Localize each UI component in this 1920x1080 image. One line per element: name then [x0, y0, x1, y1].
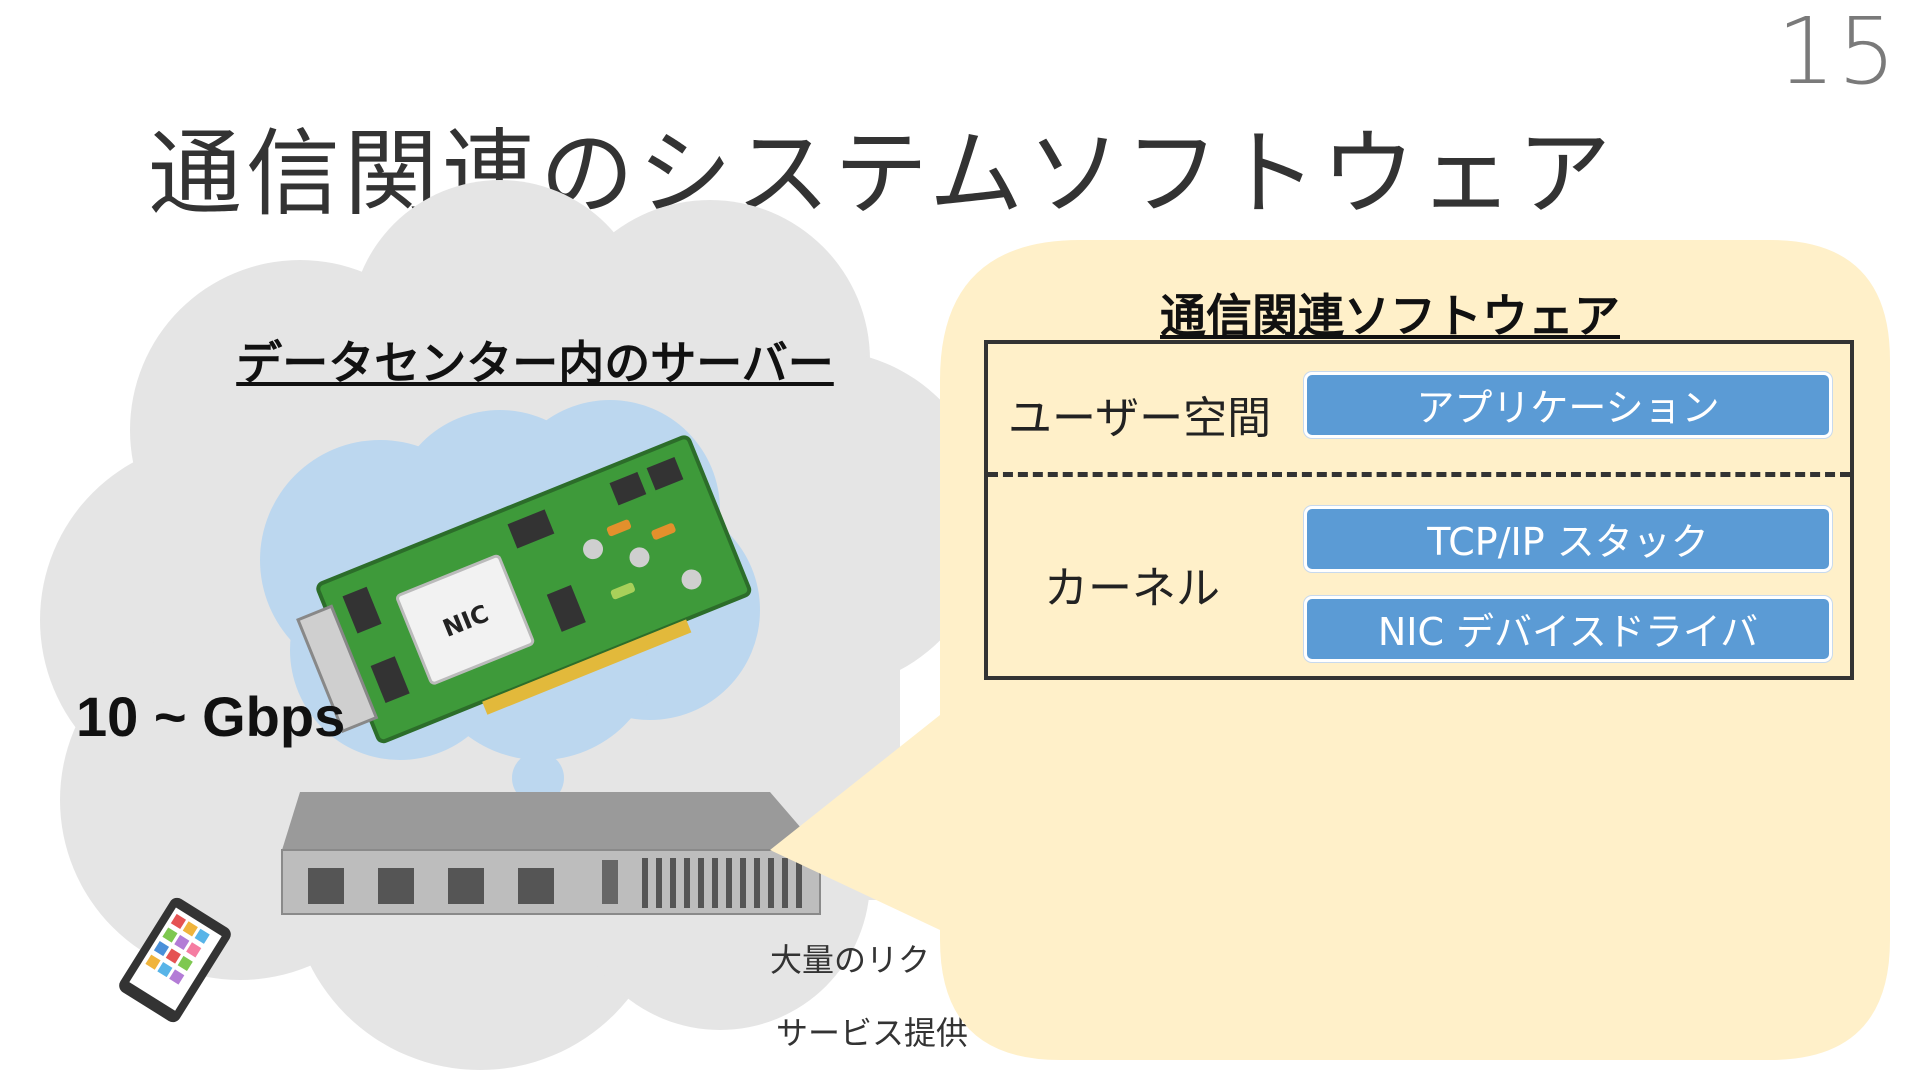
kernel-label: カーネル [1044, 552, 1220, 616]
nic-driver-layer: NIC デバイスドライバ [1304, 596, 1832, 662]
software-stack-diagram: ユーザー空間 アプリケーション カーネル TCP/IP スタック NIC デバイ… [984, 340, 1854, 680]
application-layer: アプリケーション [1304, 372, 1832, 438]
tcpip-stack-layer: TCP/IP スタック [1304, 506, 1832, 572]
user-kernel-divider [988, 472, 1850, 477]
software-heading: 通信関連ソフトウェア [1100, 280, 1680, 346]
user-space-label: ユーザー空間 [1008, 382, 1271, 446]
